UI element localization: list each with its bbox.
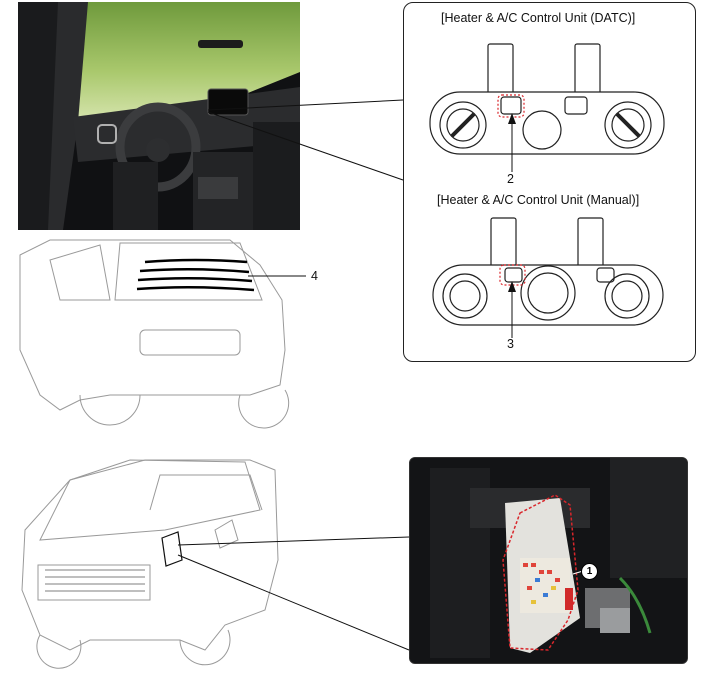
rear-defogger-grid bbox=[136, 258, 255, 292]
dashboard-photo bbox=[18, 2, 300, 230]
fuse-box-highlight bbox=[502, 494, 579, 651]
fuse-box-photo bbox=[409, 457, 688, 664]
arrow-2 bbox=[508, 113, 516, 124]
leader-line-fuse-lower bbox=[177, 554, 410, 651]
callout-3: 3 bbox=[507, 337, 514, 351]
fuse-box-location-marker bbox=[161, 531, 183, 567]
front-vehicle-drawing bbox=[21, 459, 279, 669]
callout-4: 4 bbox=[311, 269, 318, 283]
callout-1: 1 bbox=[581, 563, 598, 580]
front-grille bbox=[45, 569, 145, 592]
dashboard-illustration bbox=[18, 2, 300, 230]
leader-line-lower bbox=[207, 111, 404, 181]
fuse-box-illustration bbox=[410, 458, 687, 663]
datc-control-unit bbox=[429, 43, 665, 155]
datc-caption: [Heater & A/C Control Unit (DATC)] bbox=[441, 11, 636, 25]
arrow-3 bbox=[508, 281, 516, 292]
rear-vehicle-drawing bbox=[19, 239, 290, 429]
leader-line-upper bbox=[207, 99, 404, 111]
callout-2: 2 bbox=[507, 172, 514, 186]
manual-control-unit bbox=[432, 217, 664, 326]
leader-line-fuse-upper bbox=[177, 536, 410, 546]
manual-caption: [Heater & A/C Control Unit (Manual)] bbox=[437, 193, 640, 207]
